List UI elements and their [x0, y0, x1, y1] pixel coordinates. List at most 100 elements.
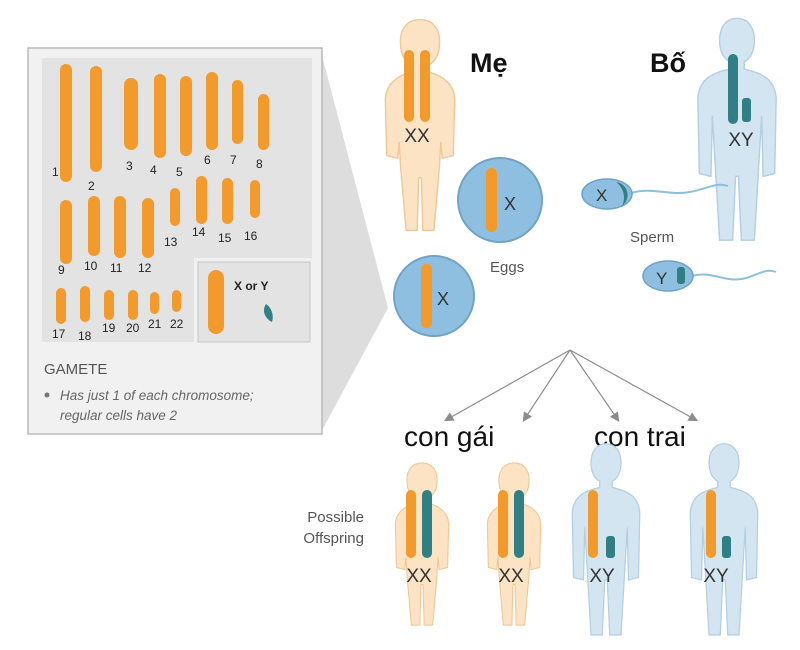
- egg-letter-2: X: [437, 289, 449, 309]
- chromosome-2: [90, 66, 102, 172]
- egg-letter-1: X: [504, 194, 516, 214]
- chromosome-7: [232, 80, 243, 144]
- father-genotype: XY: [728, 130, 754, 151]
- possible-offspring-line2: Offspring: [303, 530, 364, 547]
- daughter-1-chromosome-x1: [406, 490, 416, 558]
- sperm-label: Sperm: [630, 229, 674, 246]
- son-1-chromosome-y: [606, 536, 615, 558]
- chromosome-18: [80, 286, 90, 322]
- chromosome-21: [150, 292, 159, 314]
- chromosome-number-20: 20: [126, 321, 140, 335]
- arrow-to-daughter-2: [522, 349, 571, 423]
- arrow-to-son-1: [569, 349, 620, 422]
- chromosome-number-15: 15: [218, 231, 232, 245]
- chromosome-number-19: 19: [102, 321, 116, 335]
- chromosome-number-18: 18: [78, 329, 92, 343]
- father-chromosome-y: [742, 98, 751, 122]
- gamete-note-line2: regular cells have 2: [60, 408, 178, 423]
- sperm-y-letter: Y: [656, 269, 667, 288]
- chromosome-11: [114, 196, 126, 258]
- chromosome-22: [172, 290, 181, 312]
- egg-cell-1: [457, 157, 543, 243]
- chromosome-number-7: 7: [230, 153, 237, 167]
- chromosome-12: [142, 198, 154, 258]
- chromosome-number-17: 17: [52, 327, 66, 341]
- chromosome-number-5: 5: [176, 165, 183, 179]
- son-1-genotype: XY: [589, 566, 615, 587]
- father-chromosome-x: [728, 54, 738, 124]
- chromosome-number-2: 2: [88, 179, 95, 193]
- chromosome-10: [88, 196, 100, 256]
- chromosome-number-6: 6: [204, 153, 211, 167]
- chromosome-number-16: 16: [244, 229, 258, 243]
- daughter-1-chromosome-x2: [422, 490, 432, 558]
- zoom-shadow: [320, 48, 388, 434]
- daughter-2-chromosome-x2: [514, 490, 524, 558]
- daughter-2-chromosome-x1: [498, 490, 508, 558]
- son-2-chromosome-y: [722, 536, 731, 558]
- sperm-x-tail: [627, 183, 729, 195]
- mother-chromosome-x1: [404, 50, 414, 122]
- chromosome-9: [60, 200, 72, 264]
- sperm-x-chromosome: [616, 182, 628, 206]
- chromosome-14: [196, 176, 207, 224]
- mother-genotype: XX: [404, 126, 430, 147]
- chromosome-number-9: 9: [58, 263, 65, 277]
- chromosome-5: [180, 76, 192, 156]
- chromosome-1: [60, 64, 72, 182]
- sperm-y-chromosome: [677, 267, 685, 284]
- chromosome-number-11: 11: [110, 261, 123, 275]
- daughters-label: con gái: [404, 421, 494, 452]
- chromosome-17: [56, 288, 66, 324]
- gamete-note-line1: Has just 1 of each chromosome;: [60, 388, 254, 403]
- mother-chromosome-x2: [420, 50, 430, 122]
- possible-offspring-line1: Possible: [307, 509, 364, 526]
- bullet-dot: [44, 392, 50, 398]
- x-or-y-label: X or Y: [234, 279, 268, 293]
- chromosome-number-4: 4: [150, 163, 157, 177]
- chromosome-number-1: 1: [52, 165, 59, 179]
- sperm-x-letter: X: [596, 186, 607, 205]
- offspring-arrows: [443, 349, 699, 423]
- mother-label: Mẹ: [470, 48, 508, 78]
- chromosome-8: [258, 94, 269, 150]
- chromosome-number-10: 10: [84, 259, 98, 273]
- chromosome-number-14: 14: [192, 225, 206, 239]
- eggs-label: Eggs: [490, 259, 524, 276]
- chromosome-number-13: 13: [164, 235, 178, 249]
- chromosome-15: [222, 178, 233, 224]
- father-label: Bố: [650, 48, 686, 78]
- arrow-to-daughter-1: [443, 349, 571, 422]
- chromosome-number-12: 12: [138, 261, 152, 275]
- mother-figure: [384, 18, 456, 232]
- egg-chromosome-2: [421, 264, 432, 328]
- arrow-to-son-2: [569, 349, 699, 422]
- chromosome-20: [128, 290, 138, 320]
- chromosome-3: [124, 78, 138, 150]
- y-chromosome-shape: [264, 304, 273, 322]
- son-1-chromosome-x: [588, 490, 598, 558]
- sperm-x-head: [581, 178, 633, 210]
- egg-cell-2: [393, 255, 475, 337]
- daughter-1-genotype: XX: [406, 566, 432, 587]
- son-2-genotype: XY: [703, 566, 729, 587]
- chromosome-number-8: 8: [256, 157, 263, 171]
- chromosome-13: [170, 188, 180, 226]
- chromosome-number-22: 22: [170, 317, 184, 331]
- chromosome-16: [250, 180, 260, 218]
- daughter-2-genotype: XX: [498, 566, 524, 587]
- karyotype-chromosomes: [56, 64, 269, 324]
- egg-chromosome-1: [486, 168, 497, 232]
- gamete-heading: GAMETE: [44, 361, 107, 378]
- chromosome-number-21: 21: [148, 317, 162, 331]
- son-2-chromosome-x: [706, 490, 716, 558]
- chromosome-number-3: 3: [126, 159, 133, 173]
- chromosome-4: [154, 74, 166, 158]
- sperm-y-tail: [691, 269, 777, 281]
- sperm-y-head: [642, 260, 694, 292]
- chromosome-19: [104, 290, 114, 320]
- chromosome-6: [206, 72, 218, 150]
- x-chromosome-shape: [208, 270, 224, 334]
